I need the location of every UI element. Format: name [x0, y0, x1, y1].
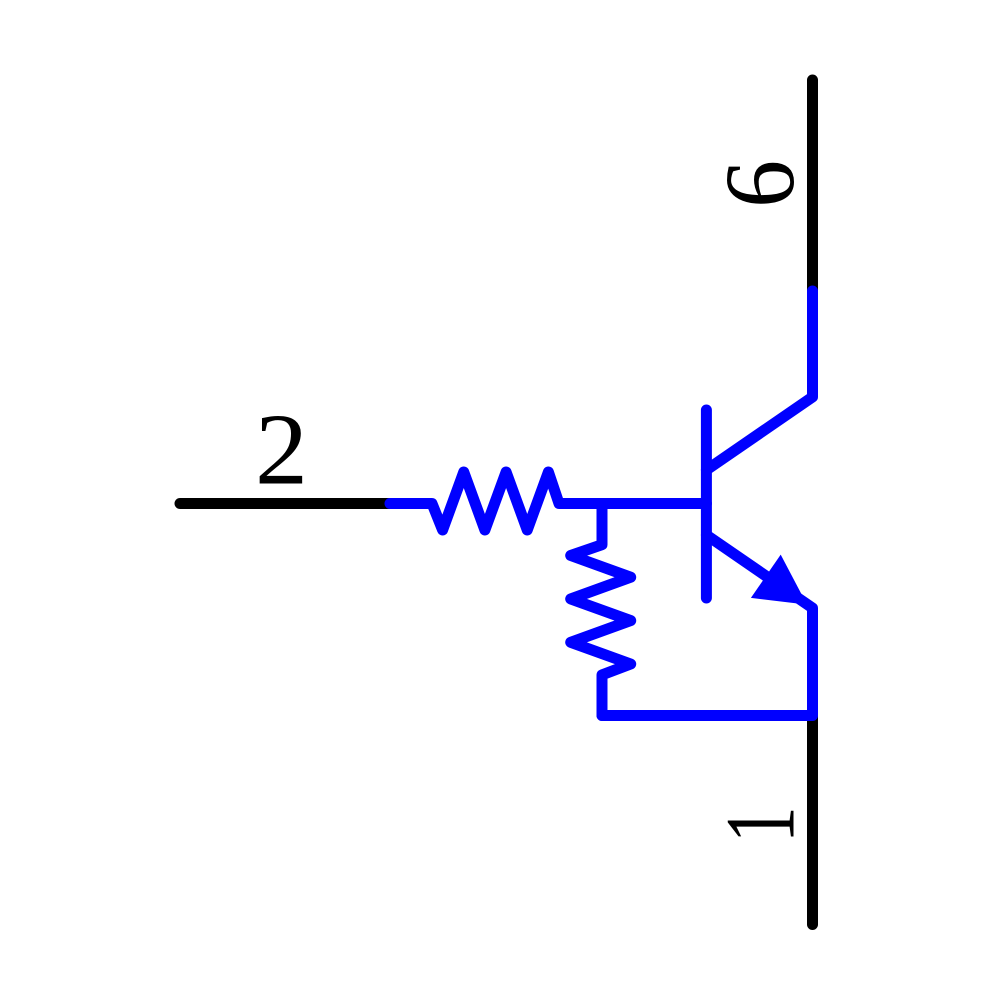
svg-text:1: 1	[704, 806, 815, 842]
svg-text:2: 2	[255, 393, 308, 506]
svg-text:6: 6	[705, 160, 815, 208]
